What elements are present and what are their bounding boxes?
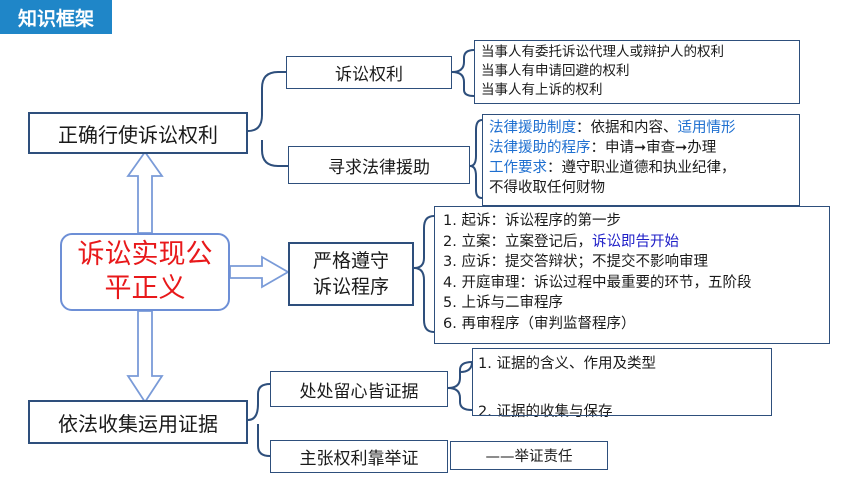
- rights-item: 当事人有委托诉讼代理人或辩护人的权利: [481, 44, 724, 60]
- aid-line-1: 法律援助制度：依据和内容、适用情形: [489, 120, 736, 136]
- aid-line-2: 法律援助的程序：申请➞审查➞办理: [489, 140, 717, 156]
- section-title-tag: 知识框架: [0, 0, 112, 34]
- node-exercise-rights: 正确行使诉讼权利: [28, 112, 248, 154]
- brace-note-rights: [451, 49, 475, 73]
- aid-line-3: 工作要求：遵守职业道德和执业纪律，: [489, 160, 736, 176]
- center-node-justice: 诉讼实现公平正义: [60, 233, 230, 311]
- aid-line-4: 不得收取任何财物: [489, 180, 605, 196]
- evidence-notes-box: [472, 348, 772, 416]
- brace-aid: [261, 140, 288, 167]
- brace-ev-1: [459, 361, 473, 373]
- procedure-step: 4. 开庭审理：诉讼过程中最重要的环节，五阶段: [443, 274, 752, 291]
- procedure-step: 5. 上诉与二审程序: [443, 295, 563, 311]
- note-burden-of-proof: ——举证责任: [450, 441, 608, 470]
- hollow-arrows: [126, 150, 290, 404]
- procedure-step: 2. 立案：立案登记后，诉讼即告开始: [443, 233, 679, 250]
- node-burden-of-proof: 主张权利靠举证: [270, 440, 448, 473]
- brace-lines: [247, 49, 483, 457]
- node-strict-procedure: 严格遵守诉讼程序: [288, 242, 414, 306]
- brace-rights: [247, 71, 286, 132]
- node-legal-aid: 寻求法律援助: [288, 146, 470, 184]
- note-legal-aid: 法律援助制度：依据和内容、适用情形 法律援助的程序：申请➞审查➞办理 工作要求：…: [482, 114, 800, 206]
- arrow-up: [126, 150, 164, 234]
- procedure-steps-list: 1. 起诉：诉讼程序的第一步 2. 立案：立案登记后，诉讼即告开始 3. 应诉：…: [434, 206, 830, 344]
- arrow-down: [126, 310, 164, 404]
- procedure-step: 1. 起诉：诉讼程序的第一步: [443, 213, 621, 229]
- brace-burden: [257, 424, 271, 457]
- node-collect-evidence: 依法收集运用证据: [28, 400, 248, 444]
- rights-item: 当事人有申请回避的权利: [481, 63, 630, 79]
- arrow-right: [229, 255, 290, 289]
- evidence-note-1: 1. 证据的含义、作用及类型: [478, 356, 656, 372]
- evidence-note-2: 2. 证据的收集与保存: [478, 404, 613, 420]
- procedure-step: 6. 再审程序（审判监督程序）: [443, 315, 636, 332]
- node-evidence-everywhere: 处处留心皆证据: [270, 371, 448, 407]
- procedure-step: 3. 应诉：提交答辩状；不提交不影响审理: [443, 254, 708, 270]
- brace-ev-2: [447, 387, 473, 411]
- rights-item: 当事人有上诉的权利: [481, 82, 603, 98]
- note-rights-list: 当事人有委托诉讼代理人或辩护人的权利 当事人有申请回避的权利 当事人有上诉的权利: [474, 40, 800, 104]
- node-litigation-rights: 诉讼权利: [286, 56, 452, 89]
- brace-evidence: [247, 383, 271, 421]
